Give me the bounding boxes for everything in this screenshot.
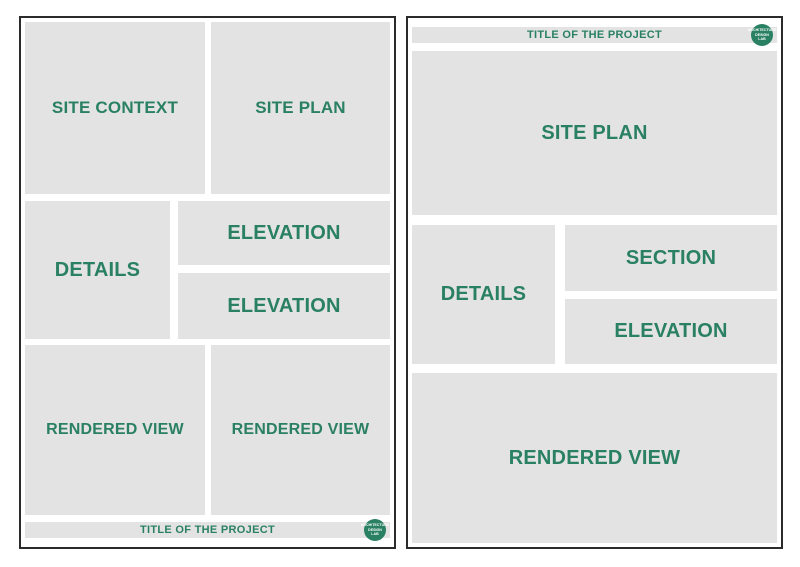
elevation-panel-1: ELEVATION <box>178 201 390 265</box>
title-bar: TITLE OF THE PROJECT <box>25 522 390 538</box>
logo-line: LAB <box>758 37 766 42</box>
rendered-view-label-1: RENDERED VIEW <box>46 421 184 438</box>
details-panel: DETAILS <box>412 225 555 364</box>
rendered-view-label: RENDERED VIEW <box>508 446 681 469</box>
project-title: TITLE OF THE PROJECT <box>140 524 275 536</box>
logo-line: LAB <box>371 532 379 537</box>
elevation-panel: ELEVATION <box>565 299 777 364</box>
left-sheet: SITE CONTEXT SITE PLAN DETAILS ELEVATION… <box>19 16 396 549</box>
details-label: DETAILS <box>440 283 527 305</box>
site-plan-panel: SITE PLAN <box>211 22 390 194</box>
section-panel: SECTION <box>565 225 777 291</box>
details-panel: DETAILS <box>25 201 170 339</box>
logo-line: ARCHITECTURE <box>747 28 777 33</box>
site-plan-label: SITE PLAN <box>255 98 346 117</box>
rendered-view-label-2: RENDERED VIEW <box>231 421 370 438</box>
rendered-view-panel-1: RENDERED VIEW <box>25 345 205 515</box>
logo-line: ARCHITECTURE <box>360 523 390 528</box>
elevation-label-2: ELEVATION <box>227 294 341 317</box>
site-plan-panel: SITE PLAN <box>412 51 777 215</box>
elevation-label-1: ELEVATION <box>227 221 341 244</box>
section-label: SECTION <box>625 246 717 269</box>
logo-line: DESIGN <box>755 32 769 37</box>
details-label: DETAILS <box>54 258 141 281</box>
elevation-label: ELEVATION <box>614 320 728 342</box>
site-context-label: SITE CONTEXT <box>51 98 179 117</box>
studio-logo: ARCHITECTURE DESIGN LAB <box>747 24 777 46</box>
rendered-view-panel-2: RENDERED VIEW <box>211 345 390 515</box>
rendered-view-panel: RENDERED VIEW <box>412 373 777 543</box>
title-bar: TITLE OF THE PROJECT <box>412 27 777 43</box>
site-context-panel: SITE CONTEXT <box>25 22 205 194</box>
right-sheet: TITLE OF THE PROJECT ARCHITECTURE DESIGN… <box>406 16 783 549</box>
site-plan-label: SITE PLAN <box>541 121 648 144</box>
project-title: TITLE OF THE PROJECT <box>527 29 662 41</box>
elevation-panel-2: ELEVATION <box>178 273 390 339</box>
logo-line: DESIGN <box>368 527 382 532</box>
studio-logo: ARCHITECTURE DESIGN LAB <box>360 519 390 541</box>
